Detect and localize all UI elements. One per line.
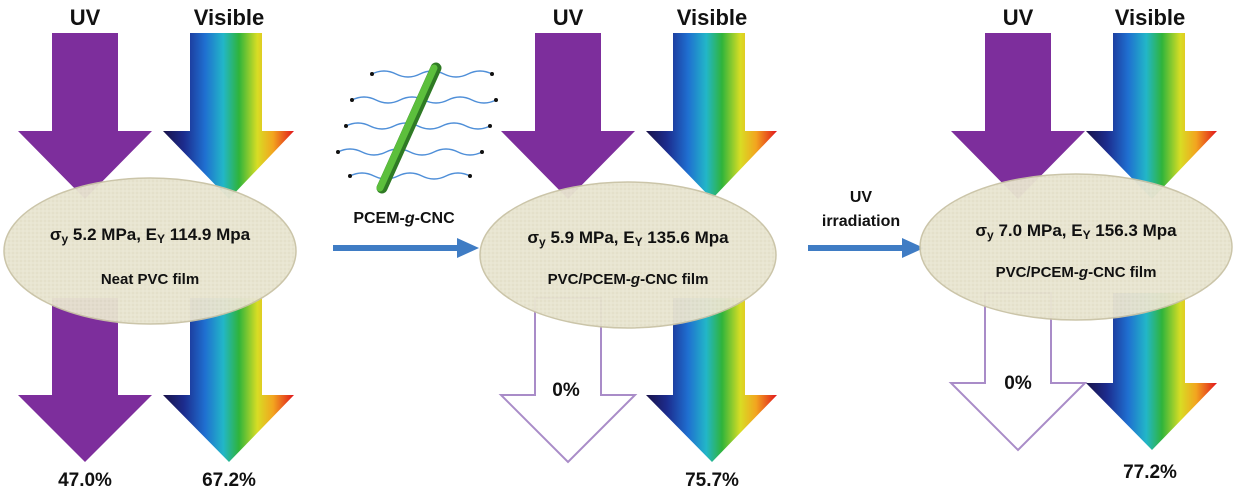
visible-label: Visible <box>194 5 265 30</box>
panel-pvc-pcem-g-cnc-irradiated: UV Visible σy 7.0 MPa, EY 156.3 Mpa PVC/… <box>919 5 1233 483</box>
visible-transmittance: 67.2% <box>202 470 256 491</box>
pcem-g-cnc-schematic-icon <box>336 62 498 194</box>
step-label-uv: UV <box>850 189 873 206</box>
visible-transmittance: 77.2% <box>1123 462 1177 483</box>
film-ellipse <box>919 173 1233 321</box>
visible-transmitted-arrow <box>1086 293 1217 450</box>
step-uv-irradiation: UV irradiation <box>808 189 924 258</box>
mechanical-properties: σy 7.0 MPa, EY 156.3 Mpa <box>975 221 1177 242</box>
uv-incident-arrow <box>18 33 152 199</box>
uv-transmittance: 0% <box>552 380 580 401</box>
visible-incident-arrow <box>163 33 294 199</box>
visible-transmitted-arrow <box>646 298 777 462</box>
visible-transmittance: 75.7% <box>685 470 739 491</box>
film-ellipse <box>3 177 297 325</box>
process-arrow <box>333 238 479 258</box>
uv-label: UV <box>70 5 101 30</box>
step-add-pcem-g-cnc: PCEM-g-CNC <box>333 62 498 258</box>
film-name: PVC/PCEM-g-CNC film <box>548 271 709 288</box>
uv-label: UV <box>1003 5 1034 30</box>
visible-incident-arrow <box>646 33 777 199</box>
visible-label: Visible <box>1115 5 1186 30</box>
mechanical-properties: σy 5.9 MPa, EY 135.6 Mpa <box>527 228 729 249</box>
uv-incident-arrow <box>951 33 1085 199</box>
panel-neat-pvc: UV Visible σy 5.2 MPa, EY 114.9 Mpa Neat… <box>3 5 297 491</box>
panel-pvc-pcem-g-cnc: UV Visible σy 5.9 MPa, EY 135.6 Mpa PVC/… <box>479 5 777 491</box>
step-label-pcem-g-cnc: PCEM-g-CNC <box>353 210 455 227</box>
visible-label: Visible <box>677 5 748 30</box>
film-ellipse <box>479 181 777 329</box>
visible-transmitted-arrow <box>163 298 294 462</box>
uv-label: UV <box>553 5 584 30</box>
mechanical-properties: σy 5.2 MPa, EY 114.9 Mpa <box>50 225 251 246</box>
film-name: PVC/PCEM-g-CNC film <box>996 264 1157 281</box>
uv-transmitted-arrow <box>18 298 152 462</box>
uv-incident-arrow <box>501 33 635 199</box>
film-name: Neat PVC film <box>101 271 199 288</box>
uv-transmittance: 0% <box>1004 373 1032 394</box>
uv-transmittance: 47.0% <box>58 470 112 491</box>
process-arrow <box>808 238 924 258</box>
visible-incident-arrow <box>1086 33 1217 199</box>
step-label-irradiation: irradiation <box>822 213 900 230</box>
